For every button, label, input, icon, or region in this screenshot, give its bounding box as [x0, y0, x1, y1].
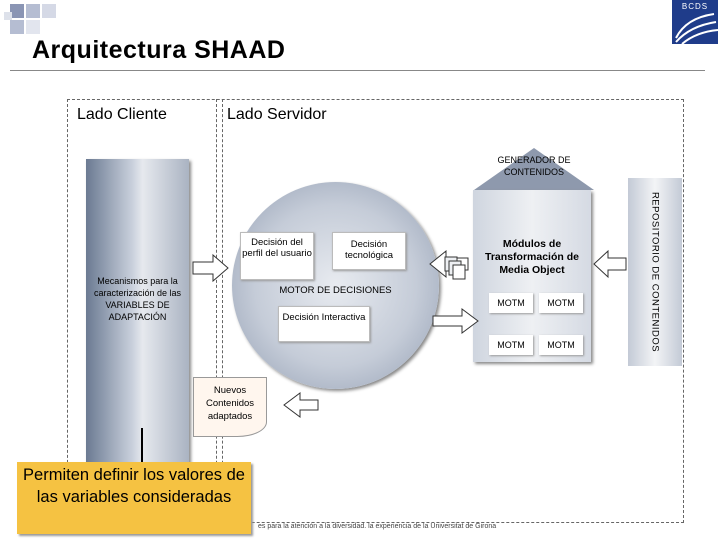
arrow-right-icon [192, 253, 229, 283]
logo-text: BCDS [681, 2, 709, 11]
content-repository: REPOSITORIO DE CONTENIDOS [628, 178, 682, 366]
footer-text: es para la atención a la diversidad. la … [258, 523, 497, 530]
adaptation-variables-column: Mecanismos para la caracterización de la… [86, 159, 189, 464]
interactive-decision-box: Decisión Interactiva [278, 306, 370, 342]
adaptation-variables-text: Mecanismos para la caracterización de la… [93, 276, 182, 322]
logo-wave-icon [675, 13, 718, 44]
client-server-divider [222, 99, 223, 509]
decor-square [26, 20, 40, 34]
generator-label: GENERADOR DE CONTENIDOS [497, 155, 571, 177]
tech-decision-box: Decisión tecnológica [332, 232, 406, 270]
transformation-modules: Módulos de Transformación de Media Objec… [473, 190, 591, 362]
logo: BCDS [672, 0, 718, 44]
interactive-decision-text: Decisión Interactiva [282, 312, 366, 323]
profile-decision-text: Decisión del perfil del usuario [242, 237, 312, 259]
decision-engine: Decisión del perfil del usuario Decisión… [232, 182, 439, 389]
server-side-label: Lado Servidor [227, 106, 327, 123]
tech-decision-text: Decisión tecnológica [344, 239, 394, 261]
arrow-left-icon [283, 392, 319, 418]
decor-square [10, 20, 24, 34]
motm-module: MOTM [489, 293, 533, 313]
profile-decision-box: Decisión del perfil del usuario [240, 232, 314, 280]
callout-pointer [141, 428, 143, 462]
motm-module: MOTM [489, 335, 533, 355]
motm-module: MOTM [539, 335, 583, 355]
page-title: Arquitectura SHAAD [32, 36, 286, 64]
new-content-document: Nuevos Contenidos adaptados [193, 377, 267, 437]
new-content-text: Nuevos Contenidos adaptados [205, 385, 255, 422]
decor-square [26, 4, 40, 18]
modules-title: Módulos de Transformación de Media Objec… [485, 238, 579, 276]
motor-label: MOTOR DE DECISIONES [279, 285, 392, 296]
arrow-right-icon [432, 308, 479, 334]
title-rule [10, 70, 705, 71]
client-side-label: Lado Cliente [77, 106, 167, 123]
arrow-left-icon [593, 249, 627, 279]
architecture-frame [67, 99, 684, 523]
motm-module: MOTM [539, 293, 583, 313]
callout-text: Permiten definir los valores de las vari… [23, 466, 245, 506]
decor-square [4, 12, 12, 20]
decor-square [42, 4, 56, 18]
client-server-divider [216, 99, 217, 509]
decor-square [10, 4, 24, 18]
stack-icon [444, 256, 466, 280]
callout-box: Permiten definir los valores de las vari… [17, 462, 251, 534]
generator-triangle [474, 148, 594, 190]
